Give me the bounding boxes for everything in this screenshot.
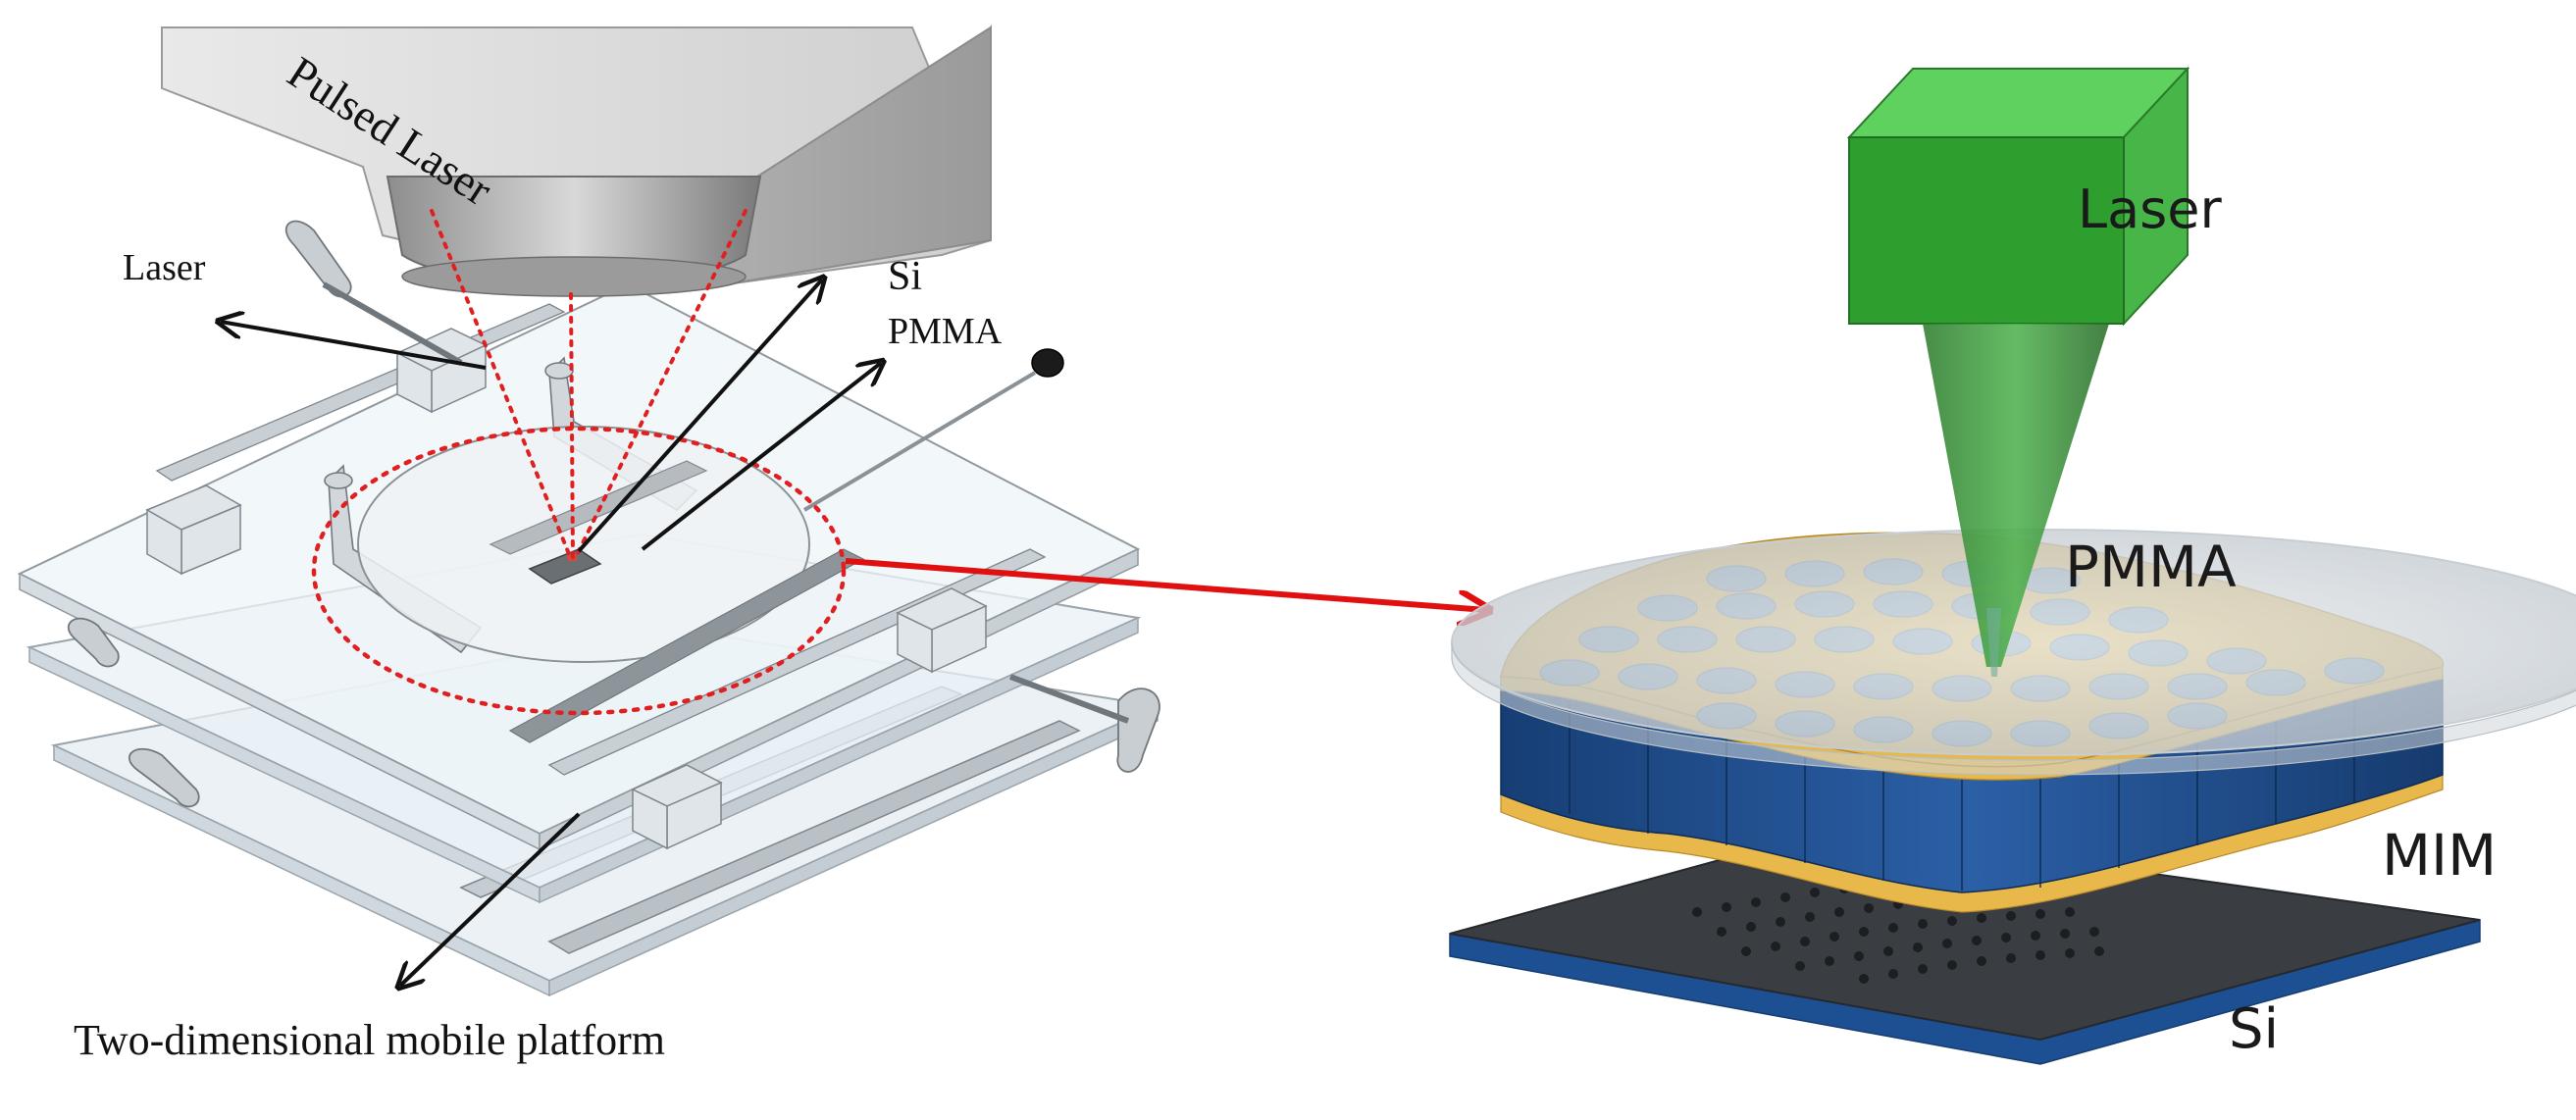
- pulsed-laser-housing: [161, 24, 992, 297]
- thumb-screws: [67, 220, 1160, 808]
- bottom-rail: [547, 720, 1081, 954]
- si-label-right: Si: [2229, 997, 2279, 1061]
- probe-knob: [1031, 348, 1064, 378]
- laser-head: [1846, 66, 2190, 327]
- laser-pointer-arrow: [221, 322, 487, 370]
- probe-rod: [802, 371, 1037, 512]
- mim-label: MIM: [2382, 822, 2497, 889]
- si-label-left: Si: [888, 254, 922, 299]
- pmma-label-right: PMMA: [2065, 534, 2237, 600]
- left-apparatus: Pulsed Laser Laser Si PMMA Two-dimension…: [17, 24, 1161, 1064]
- si-substrate: [1449, 827, 2481, 1042]
- pmma-pointer-arrow: [641, 363, 881, 551]
- platform-label: Two-dimensional mobile platform: [74, 1016, 665, 1064]
- pmma-label-left: PMMA: [888, 311, 1003, 352]
- right-structure: Laser PMMA MIM Si: [1449, 66, 2576, 1065]
- focus-highlight-ellipse: [311, 426, 847, 716]
- si-pointer-arrow: [577, 280, 822, 553]
- laser-label-right: Laser: [2078, 178, 2223, 240]
- platform-pointer-arrow: [400, 812, 581, 986]
- connector-arrow: [845, 558, 1486, 610]
- bearing-blocks: [145, 328, 988, 850]
- si-sample: [528, 548, 602, 585]
- laser-beam-cone: [1923, 324, 2109, 667]
- laser-label-left: Laser: [123, 247, 206, 288]
